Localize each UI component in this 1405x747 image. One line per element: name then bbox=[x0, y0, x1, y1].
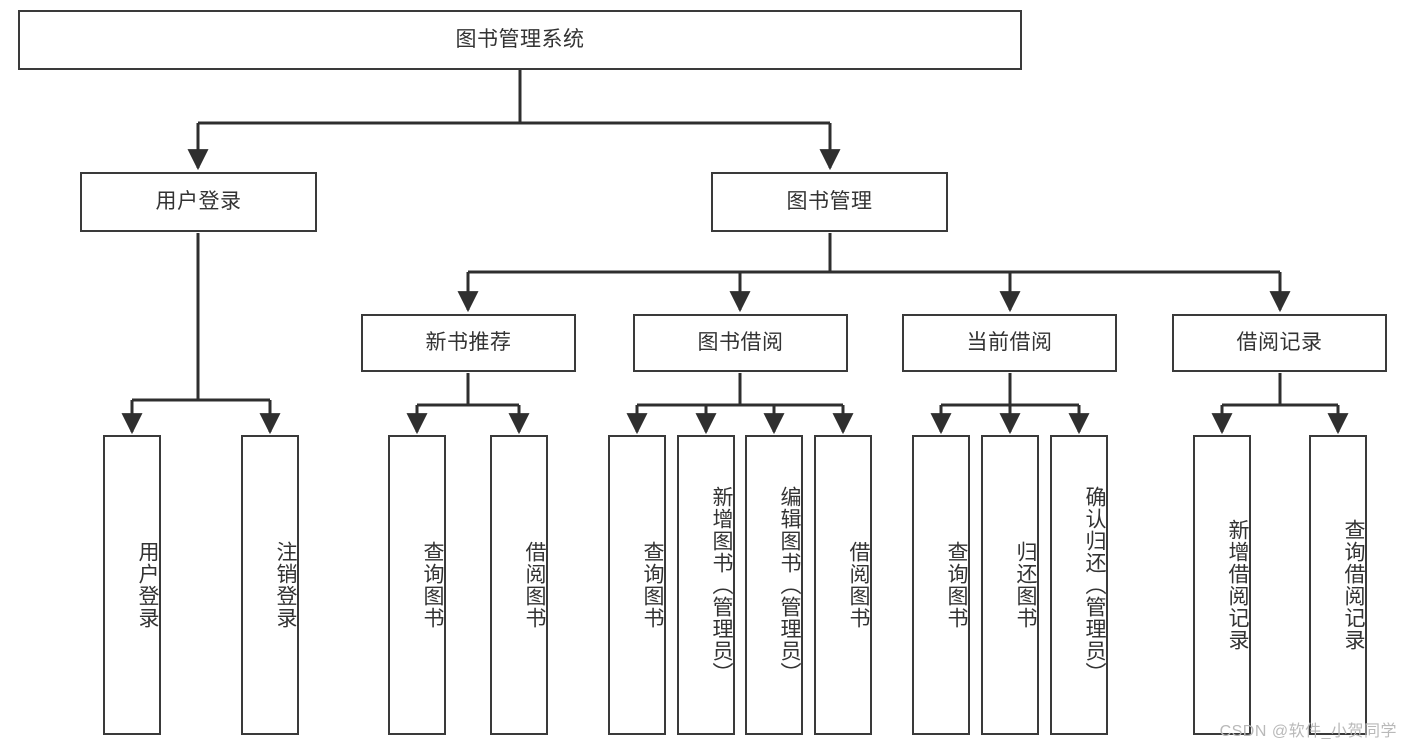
node-label: 新增图书（管理员） bbox=[710, 486, 733, 684]
leaf-current-return-book[interactable]: 归还图书 bbox=[981, 435, 1039, 735]
leaf-user-login-login[interactable]: 用户登录 bbox=[103, 435, 161, 735]
node-label: 新增借阅记录 bbox=[1226, 519, 1249, 651]
leaf-borrow-edit-book-admin[interactable]: 编辑图书（管理员） bbox=[745, 435, 803, 735]
node-current-borrow[interactable]: 当前借阅 bbox=[902, 314, 1117, 372]
node-label: 新书推荐 bbox=[425, 331, 512, 355]
node-new-book-recommend[interactable]: 新书推荐 bbox=[361, 314, 576, 372]
node-label: 借阅图书 bbox=[847, 541, 870, 629]
node-label: 当前借阅 bbox=[966, 331, 1053, 355]
node-book-borrow[interactable]: 图书借阅 bbox=[633, 314, 848, 372]
node-label: 归还图书 bbox=[1014, 541, 1037, 629]
leaf-record-add-record[interactable]: 新增借阅记录 bbox=[1193, 435, 1251, 735]
leaf-borrow-borrow-book[interactable]: 借阅图书 bbox=[814, 435, 872, 735]
node-label: 图书借阅 bbox=[697, 331, 784, 355]
leaf-record-query-record[interactable]: 查询借阅记录 bbox=[1309, 435, 1367, 735]
leaf-borrow-add-book-admin[interactable]: 新增图书（管理员） bbox=[677, 435, 735, 735]
node-label: 图书管理系统 bbox=[455, 28, 585, 52]
leaf-recommend-query-book[interactable]: 查询图书 bbox=[388, 435, 446, 735]
node-label: 用户登录 bbox=[136, 541, 159, 629]
node-root-system[interactable]: 图书管理系统 bbox=[18, 10, 1022, 70]
leaf-current-query-book[interactable]: 查询图书 bbox=[912, 435, 970, 735]
node-label: 图书管理 bbox=[786, 190, 873, 214]
node-label: 借阅图书 bbox=[523, 541, 546, 629]
node-book-management[interactable]: 图书管理 bbox=[711, 172, 948, 232]
node-label: 查询借阅记录 bbox=[1342, 519, 1365, 651]
node-label: 确认归还（管理员） bbox=[1083, 486, 1106, 684]
leaf-user-login-logout[interactable]: 注销登录 bbox=[241, 435, 299, 735]
node-label: 用户登录 bbox=[155, 190, 242, 214]
node-label: 查询图书 bbox=[641, 541, 664, 629]
node-label: 编辑图书（管理员） bbox=[778, 486, 801, 684]
node-borrow-record[interactable]: 借阅记录 bbox=[1172, 314, 1387, 372]
leaf-recommend-borrow-book[interactable]: 借阅图书 bbox=[490, 435, 548, 735]
node-label: 查询图书 bbox=[421, 541, 444, 629]
node-label: 注销登录 bbox=[274, 541, 297, 629]
leaf-borrow-query-book[interactable]: 查询图书 bbox=[608, 435, 666, 735]
node-label: 借阅记录 bbox=[1236, 331, 1323, 355]
node-user-login[interactable]: 用户登录 bbox=[80, 172, 317, 232]
node-label: 查询图书 bbox=[945, 541, 968, 629]
leaf-current-confirm-return-admin[interactable]: 确认归还（管理员） bbox=[1050, 435, 1108, 735]
